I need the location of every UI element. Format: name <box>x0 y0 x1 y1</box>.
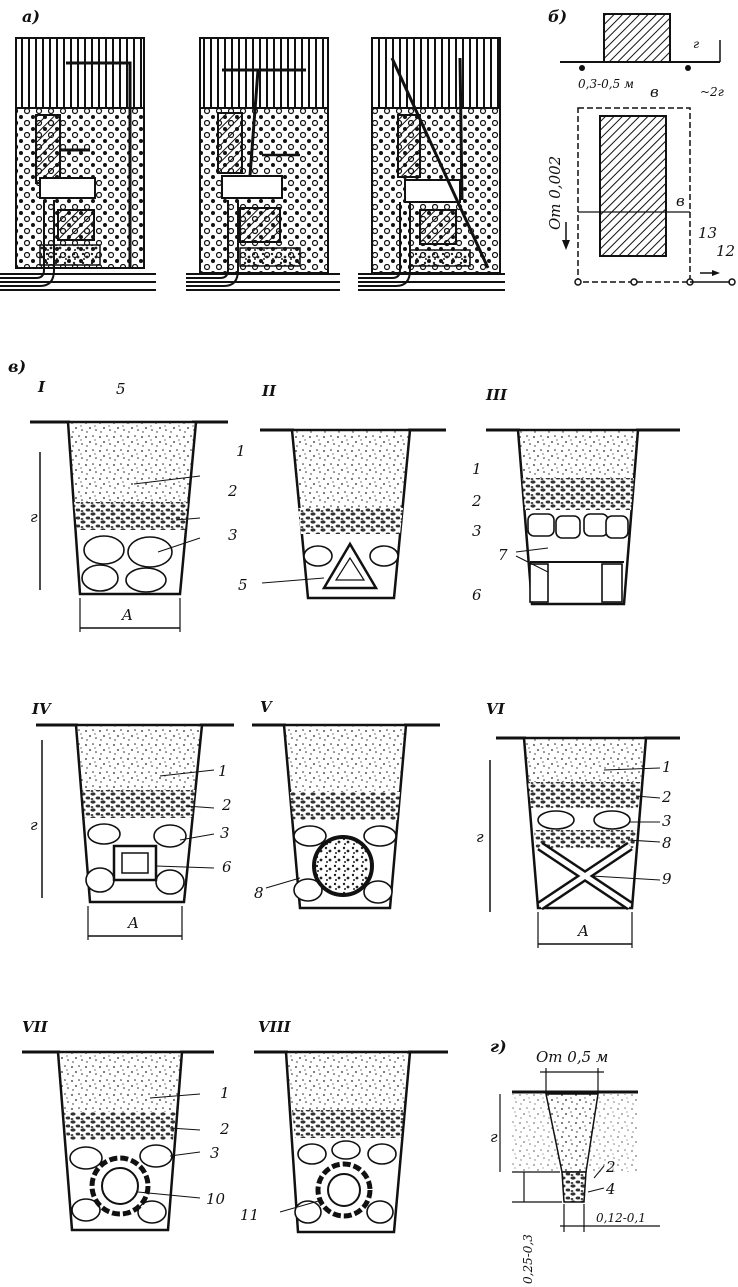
I-label-1: 1 <box>236 442 246 460</box>
III-label-3: 3 <box>472 522 482 540</box>
IV-label-6: 6 <box>222 858 232 876</box>
VII-label-1: 1 <box>220 1084 230 1102</box>
b-h-label: г <box>693 37 699 51</box>
I-label-3: 3 <box>228 526 238 544</box>
panel-b-plan <box>560 13 736 286</box>
g-h-label: г <box>490 1128 498 1146</box>
section-VII-label: VII <box>22 1018 49 1036</box>
section-V <box>252 723 440 910</box>
III-label-1: 1 <box>472 460 482 478</box>
b-slope-label: От 0,002 <box>546 156 564 230</box>
g-top-label: От 0,5 м <box>536 1048 608 1066</box>
IV-label-2: 2 <box>221 796 232 814</box>
section-IV-label: IV <box>31 700 52 718</box>
VI-label-A: A <box>576 922 589 940</box>
plan-1 <box>0 37 156 291</box>
b-width-top: в <box>650 83 659 101</box>
section-VII <box>22 1050 214 1232</box>
b-width-mid: в <box>676 192 685 210</box>
b-label-12: 12 <box>716 242 735 260</box>
I-label-A: A <box>120 606 133 624</box>
panel-b-label: б) <box>548 7 567 26</box>
section-I <box>30 420 228 632</box>
IV-label-h: г <box>30 816 38 834</box>
section-VI-label: VI <box>486 700 506 718</box>
panel-g-label: г) <box>490 1037 507 1056</box>
VI-label-1: 1 <box>662 758 672 776</box>
VI-label-3: 3 <box>662 812 672 830</box>
g-width-label: 0,12-0,1 <box>596 1211 646 1225</box>
IV-label-A: A <box>126 914 139 932</box>
g-depth-label: 0,25-0,3 <box>521 1234 535 1284</box>
section-VIII-label: VIII <box>258 1018 292 1036</box>
section-III <box>486 428 680 606</box>
section-II-label: II <box>261 382 277 400</box>
VII-label-3: 3 <box>210 1144 220 1162</box>
I-label-h: г <box>30 508 38 526</box>
g-label-2: 2 <box>605 1158 616 1176</box>
panel-v-label: в) <box>8 357 26 376</box>
VII-label-2: 2 <box>219 1120 230 1138</box>
plan-2 <box>186 37 340 291</box>
section-VI <box>489 736 680 948</box>
section-IV <box>36 723 234 940</box>
VIII-label-11: 11 <box>240 1206 259 1224</box>
III-label-2: 2 <box>471 492 482 510</box>
plan-3 <box>358 37 505 291</box>
b-depth-label: ~2г <box>700 85 724 99</box>
panel-g-section <box>499 1068 660 1232</box>
I-label-2: 2 <box>227 482 238 500</box>
panel-a-label: а) <box>22 7 40 26</box>
IV-label-3: 3 <box>220 824 230 842</box>
b-offset-label: 0,3-0,5 м <box>578 77 634 91</box>
II-label-5: 5 <box>238 576 248 594</box>
VI-label-h: г <box>476 828 484 846</box>
VI-label-2: 2 <box>661 788 672 806</box>
b-label-13: 13 <box>698 224 717 242</box>
section-II <box>260 428 446 600</box>
V-label-8: 8 <box>254 884 264 902</box>
section-V-label: V <box>260 698 273 716</box>
section-I-label: I <box>37 378 46 396</box>
g-label-4: 4 <box>605 1180 616 1198</box>
I-label-5: 5 <box>116 380 126 398</box>
IV-label-1: 1 <box>218 762 228 780</box>
section-III-label: III <box>485 386 508 404</box>
III-label-6: 6 <box>472 586 482 604</box>
VII-label-10: 10 <box>206 1190 226 1208</box>
III-label-7: 7 <box>498 546 508 564</box>
VI-label-8: 8 <box>662 834 672 852</box>
VI-label-9: 9 <box>662 870 672 888</box>
section-VIII <box>254 1050 448 1234</box>
